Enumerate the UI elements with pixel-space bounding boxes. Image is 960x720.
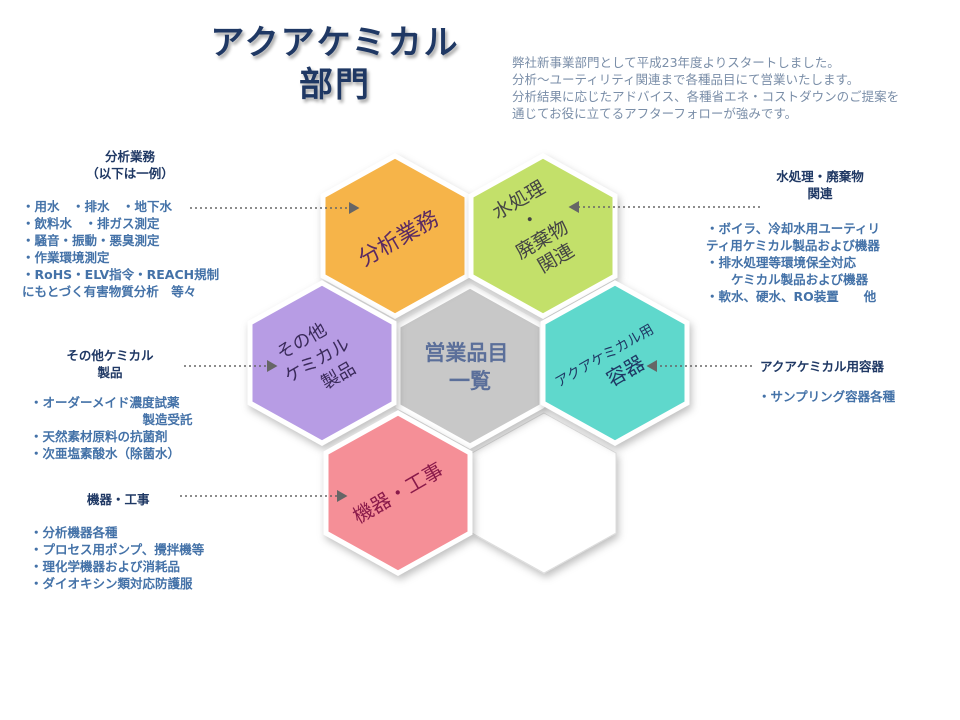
list-item: ・オーダーメイド濃度試薬 xyxy=(30,395,180,410)
equipment-heading-line: 機器・工事 xyxy=(87,492,150,507)
intro-line: 分析結果に応じたアドバイス、各種省エネ・コストダウンのご提案を xyxy=(512,89,900,104)
equipment-heading: 機器・工事 xyxy=(87,491,150,508)
other-heading: その他ケミカル 製品 xyxy=(40,347,180,381)
list-item: ケミカル製品および機器 xyxy=(706,272,869,287)
other-heading-line: 製品 xyxy=(97,365,123,380)
analysis-items: ・用水 ・排水 ・地下水 ・飲料水 ・排ガス測定 ・騒音・振動・悪臭測定 ・作業… xyxy=(22,198,219,300)
list-item: ・ダイオキシン類対応防護服 xyxy=(30,576,193,591)
hex-water[interactable]: 水処理 ・ 廃棄物 関連 xyxy=(468,153,618,319)
list-item: ・天然素材原料の抗菌剤 xyxy=(30,429,168,444)
water-heading-line: 水処理・廃棄物 xyxy=(776,169,864,184)
intro-line: 分析～ユーティリティ関連まで各種品目にて営業いたします。 xyxy=(512,72,860,87)
title-line-1: アクアケミカル xyxy=(210,23,460,63)
list-item: ・分析機器各種 xyxy=(30,525,118,540)
list-item: ・プロセス用ポンプ、攪拌機等 xyxy=(30,542,205,557)
page-title: アクアケミカル 部門 xyxy=(190,22,480,106)
list-item: ・サンプリング容器各種 xyxy=(758,389,896,404)
list-item: ・排水処理等環境保全対応 xyxy=(706,255,857,270)
list-item: ・作業環境測定 xyxy=(22,250,110,265)
list-item: ・ボイラ、冷却水用ユーティリ xyxy=(706,221,881,236)
hex-analysis[interactable]: 分析業務 xyxy=(320,153,470,319)
hex-container[interactable]: アクアケミカル用 容器 xyxy=(540,280,690,446)
list-item: ・RoHS・ELV指令・REACH規制 xyxy=(22,267,220,282)
analysis-heading-line: 分析業務 xyxy=(104,149,155,164)
list-item: ・軟水、硬水、RO装置 他 xyxy=(706,289,877,304)
analysis-heading: 分析業務 （以下は一例） xyxy=(60,148,200,182)
analysis-heading-line: （以下は一例） xyxy=(86,166,174,181)
intro-line: 通じてお役に立てるアフターフォローが強みです。 xyxy=(512,106,798,121)
container-heading: アクアケミカル用容器 xyxy=(760,358,884,375)
title-line-2: 部門 xyxy=(299,65,371,105)
hex-center[interactable]: 営業品目 一覧 xyxy=(395,283,545,449)
container-heading-line: アクアケミカル用容器 xyxy=(760,359,885,374)
equipment-items: ・分析機器各種 ・プロセス用ポンプ、攪拌機等 ・理化学機器および消耗品 ・ダイオ… xyxy=(30,524,204,592)
water-heading: 水処理・廃棄物 関連 xyxy=(750,168,890,202)
list-item: ティ用ケミカル製品および機器 xyxy=(706,238,880,253)
water-items: ・ボイラ、冷却水用ユーティリ ティ用ケミカル製品および機器 ・排水処理等環境保全… xyxy=(706,220,880,305)
hex-equipment[interactable]: 機器・工事 xyxy=(323,410,473,576)
list-item: にもとづく有害物質分析 等々 xyxy=(22,284,197,299)
list-item: 製造受託 xyxy=(30,412,193,427)
list-item: ・次亜塩素酸水（除菌水） xyxy=(30,446,181,461)
list-item: ・理化学機器および消耗品 xyxy=(30,559,181,574)
other-heading-line: その他ケミカル xyxy=(66,348,154,363)
hex-center-label: 一覧 xyxy=(449,369,491,393)
list-item: ・飲料水 ・排ガス測定 xyxy=(22,216,160,231)
intro-text: 弊社新事業部門として平成23年度よりスタートしました。 分析～ユーティリティ関連… xyxy=(512,54,952,122)
list-item: ・用水 ・排水 ・地下水 xyxy=(22,199,173,214)
intro-line: 弊社新事業部門として平成23年度よりスタートしました。 xyxy=(512,55,840,70)
hex-other[interactable]: その他 ケミカル 製品 xyxy=(247,280,397,446)
other-items: ・オーダーメイド濃度試薬 製造受託 ・天然素材原料の抗菌剤 ・次亜塩素酸水（除菌… xyxy=(30,394,193,462)
blank-hexagon xyxy=(471,412,617,574)
hex-center-label: 営業品目 xyxy=(424,341,508,365)
container-items: ・サンプリング容器各種 xyxy=(758,388,895,405)
list-item: ・騒音・振動・悪臭測定 xyxy=(22,233,160,248)
svg-text:営業品目 一覧: 営業品目 一覧 xyxy=(424,341,515,393)
water-heading-line: 関連 xyxy=(807,186,833,201)
